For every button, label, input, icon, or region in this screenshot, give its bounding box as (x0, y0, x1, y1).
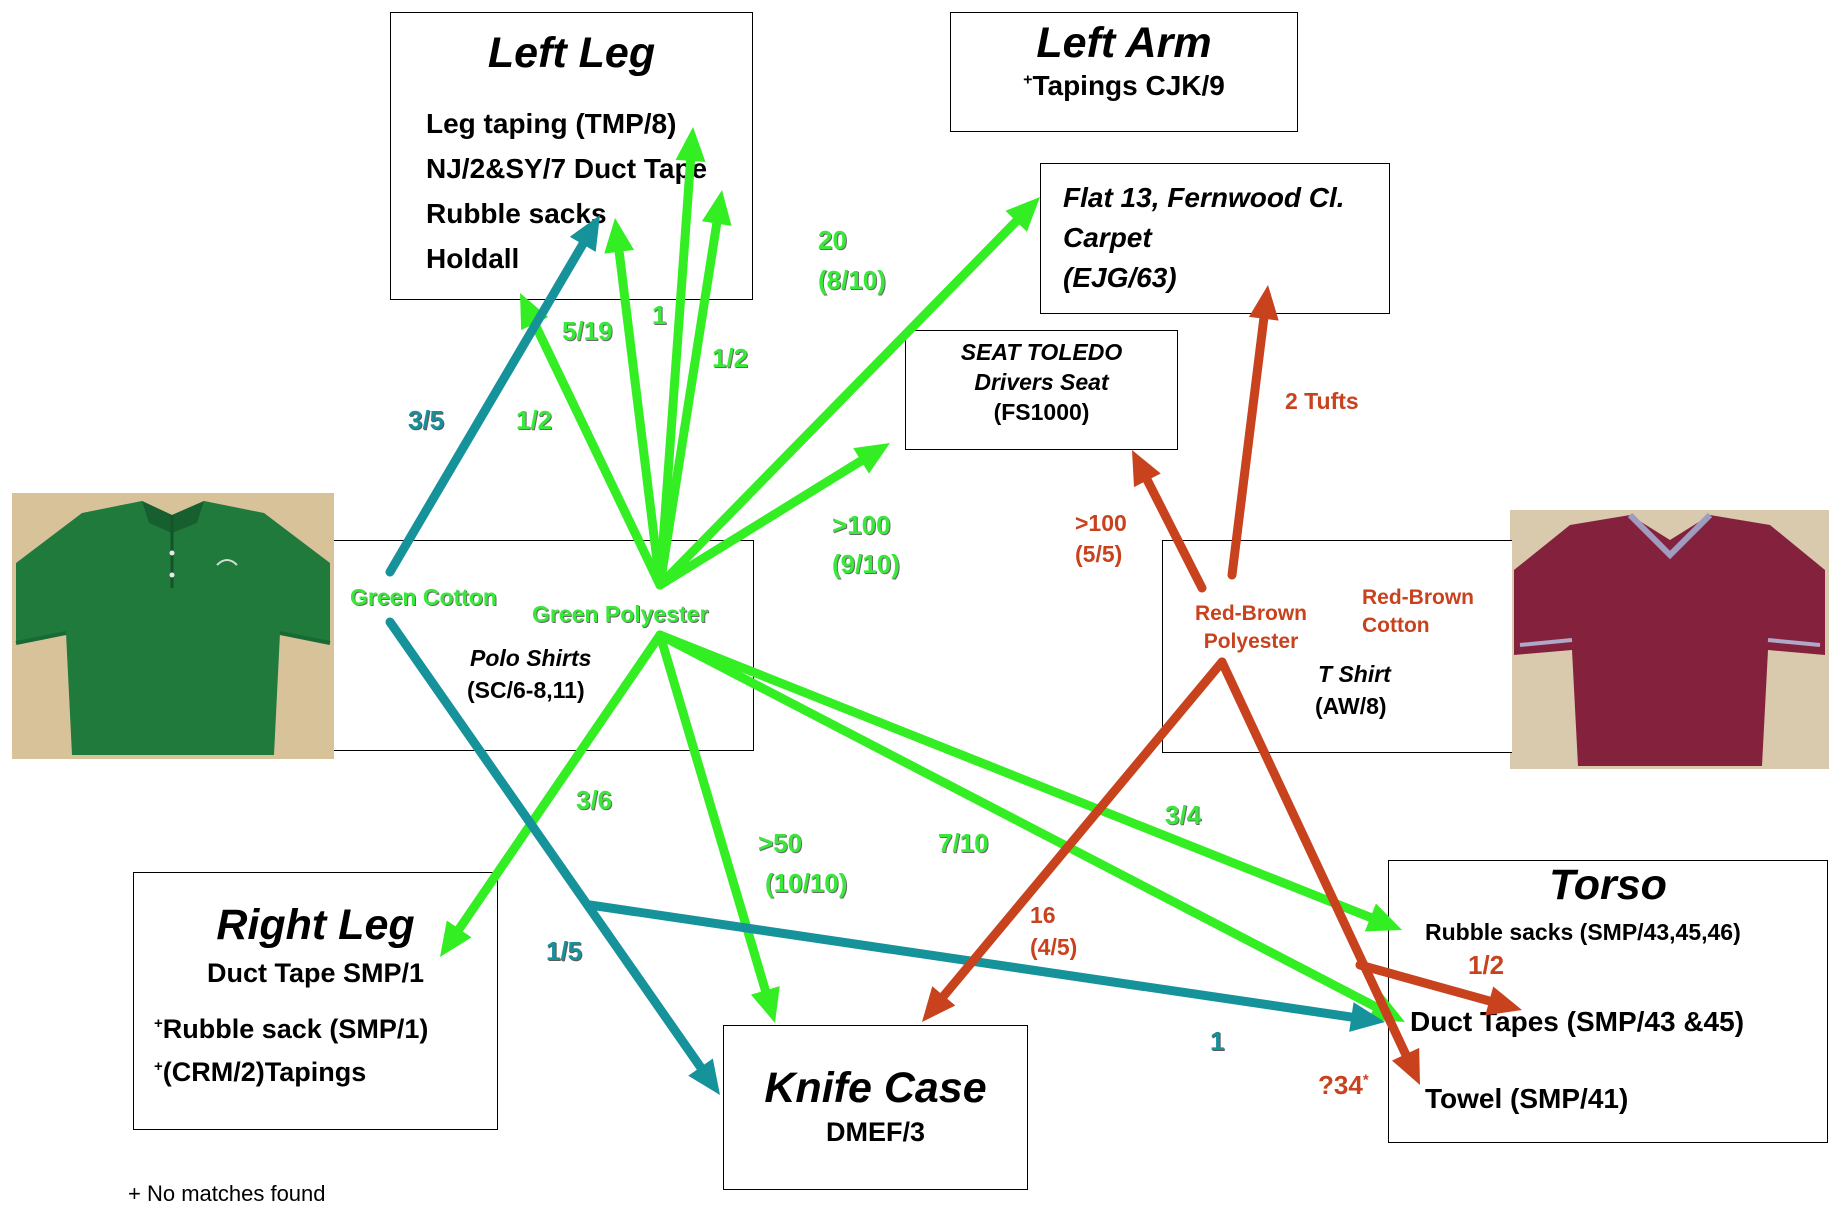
label-5-5: (5/5) (1075, 541, 1123, 567)
flat13-line-2: Carpet (1063, 222, 1152, 253)
footnote: + No matches found (128, 1181, 326, 1206)
q34-value: ?34 (1318, 1070, 1363, 1100)
flat13-line-1: Flat 13, Fernwood Cl. (1063, 182, 1345, 213)
flat13-line-3: (EJG/63) (1063, 262, 1177, 293)
red-arrow-to-towel (1217, 657, 1420, 1085)
arrow-to-right-leg (440, 630, 665, 957)
polo-shirt-photo (12, 493, 334, 759)
teal-arrow-to-knife-case (385, 617, 720, 1095)
label-1-2-b: 1/2 (516, 405, 553, 435)
label-5-19: 5/19 (562, 316, 613, 346)
teal-arrow-to-rubble-sacks (385, 215, 600, 577)
red-brown-polyester-label: Red-Brown Polyester (1195, 600, 1307, 656)
right-leg-box: Right Leg Duct Tape SMP/1 +Rubble sack (… (133, 872, 498, 1130)
label-9-10: (9/10) (832, 549, 900, 579)
label-3-4: 3/4 (1165, 800, 1202, 830)
left-arm-tapings: Tapings CJK/9 (1032, 70, 1225, 101)
arrow-to-leg-taping (655, 127, 706, 590)
polo-shirts-code: (SC/6-8,11) (467, 677, 585, 703)
right-leg-line-2: +Rubble sack (SMP/1) (154, 1005, 428, 1048)
torso-box: Torso (1388, 860, 1828, 1143)
arrow-to-seat (655, 443, 890, 590)
left-leg-line-2: NJ/2&SY/7 Duct Tape (426, 153, 708, 184)
rb-polyester-line-1: Red-Brown (1195, 602, 1307, 625)
torso-title: Torso (1549, 861, 1667, 909)
torso-line-1: Rubble sacks (SMP/43,45,46) (1425, 919, 1741, 945)
label-3-5: 3/5 (408, 405, 445, 435)
knife-case-code: DMEF/3 (825, 1117, 925, 1147)
rb-cotton-line-1: Red-Brown (1362, 586, 1474, 609)
label-20: 20 (818, 225, 847, 255)
red-brown-cotton-label: Red-Brown Cotton (1362, 584, 1474, 640)
label-1: 1 (652, 300, 667, 330)
right-leg-line-3: +(CRM/2)Tapings (154, 1048, 428, 1091)
label-1-2-a: 1/2 (712, 343, 749, 373)
no-match-mark: + (1023, 71, 1033, 89)
seat-box: SEAT TOLEDO Drivers Seat (FS1000) (905, 330, 1178, 450)
arrow-to-rubble-sacks (604, 218, 665, 590)
green-cotton-label: Green Cotton (350, 584, 497, 610)
left-leg-title: Left Leg (487, 29, 656, 77)
label-2-tufts: 2 Tufts (1285, 388, 1359, 414)
red-arrow-to-duct-tapes (1355, 960, 1522, 1016)
left-leg-line-3: Rubble sacks (426, 198, 607, 229)
label-7-10: 7/10 (938, 828, 989, 858)
t-shirt-box: T Shirt (AW/8) (1162, 540, 1512, 753)
label-16: 16 (1030, 902, 1056, 928)
rb-polyester-line-2: Polyester (1203, 630, 1299, 653)
label-gt100: >100 (832, 510, 891, 540)
seat-line-3: (FS1000) (993, 399, 1090, 425)
right-leg-rubble-sack: Rubble sack (SMP/1) (162, 1014, 429, 1044)
rb-cotton-line-2: Cotton (1362, 614, 1430, 637)
label-8-10: (8/10) (818, 265, 886, 295)
t-shirt-photo (1510, 510, 1829, 769)
teal-arrow-to-duct-tapes (585, 900, 1385, 1032)
left-arm-box: Left Arm +Tapings CJK/9 (950, 12, 1298, 132)
left-arm-line: +Tapings CJK/9 (951, 70, 1297, 102)
t-shirt-code: (AW/8) (1315, 693, 1387, 719)
left-leg-line-4: Holdall (426, 243, 520, 274)
arrow-to-torso-rubble-sacks (655, 630, 1402, 932)
arrow-to-holdall (520, 293, 665, 590)
flat13-box: Flat 13, Fernwood Cl. Carpet (EJG/63) (1040, 163, 1390, 314)
no-match-mark: + (154, 1015, 163, 1032)
label-teal-1: 1 (1210, 1026, 1225, 1056)
knife-case-box: Knife Case DMEF/3 (723, 1025, 1028, 1190)
right-leg-title: Right Leg (216, 901, 415, 949)
arrow-to-duct-tape (655, 190, 732, 590)
left-leg-line-1: Leg taping (TMP/8) (426, 108, 677, 139)
label-1-5: 1/5 (546, 936, 583, 966)
label-4-5: (4/5) (1030, 934, 1078, 960)
label-10-10: (10/10) (765, 868, 848, 898)
arrow-to-flat13 (655, 197, 1040, 590)
seat-line-1: SEAT TOLEDO (960, 339, 1123, 365)
torso-line-2: Duct Tapes (SMP/43 &45) (1410, 1006, 1745, 1037)
torso-line-3: Towel (SMP/41) (1425, 1083, 1629, 1114)
label-gt50: >50 (758, 828, 803, 858)
left-arm-title: Left Arm (1036, 19, 1212, 67)
right-leg-line-1: Duct Tape SMP/1 (206, 958, 425, 988)
no-match-mark: + (154, 1058, 163, 1075)
red-arrow-to-knife-case (922, 657, 1227, 1022)
polo-shirts-name: Polo Shirts (470, 645, 592, 671)
red-arrow-to-flat13-carpet (1227, 285, 1279, 580)
red-arrow-to-seat (1132, 450, 1207, 593)
t-shirt-name: T Shirt (1318, 661, 1391, 687)
seat-line-2: Drivers Seat (974, 369, 1109, 395)
q34-asterisk: * (1362, 1071, 1369, 1089)
label-3-6: 3/6 (576, 785, 613, 815)
right-leg-tapings: (CRM/2)Tapings (162, 1057, 367, 1087)
label-red-gt100: >100 (1075, 510, 1127, 536)
label-red-1-2: 1/2 (1468, 950, 1505, 980)
knife-case-title: Knife Case (764, 1064, 987, 1112)
green-polyester-label: Green Polyester (532, 601, 709, 627)
label-q34: ?34* (1318, 1070, 1369, 1101)
